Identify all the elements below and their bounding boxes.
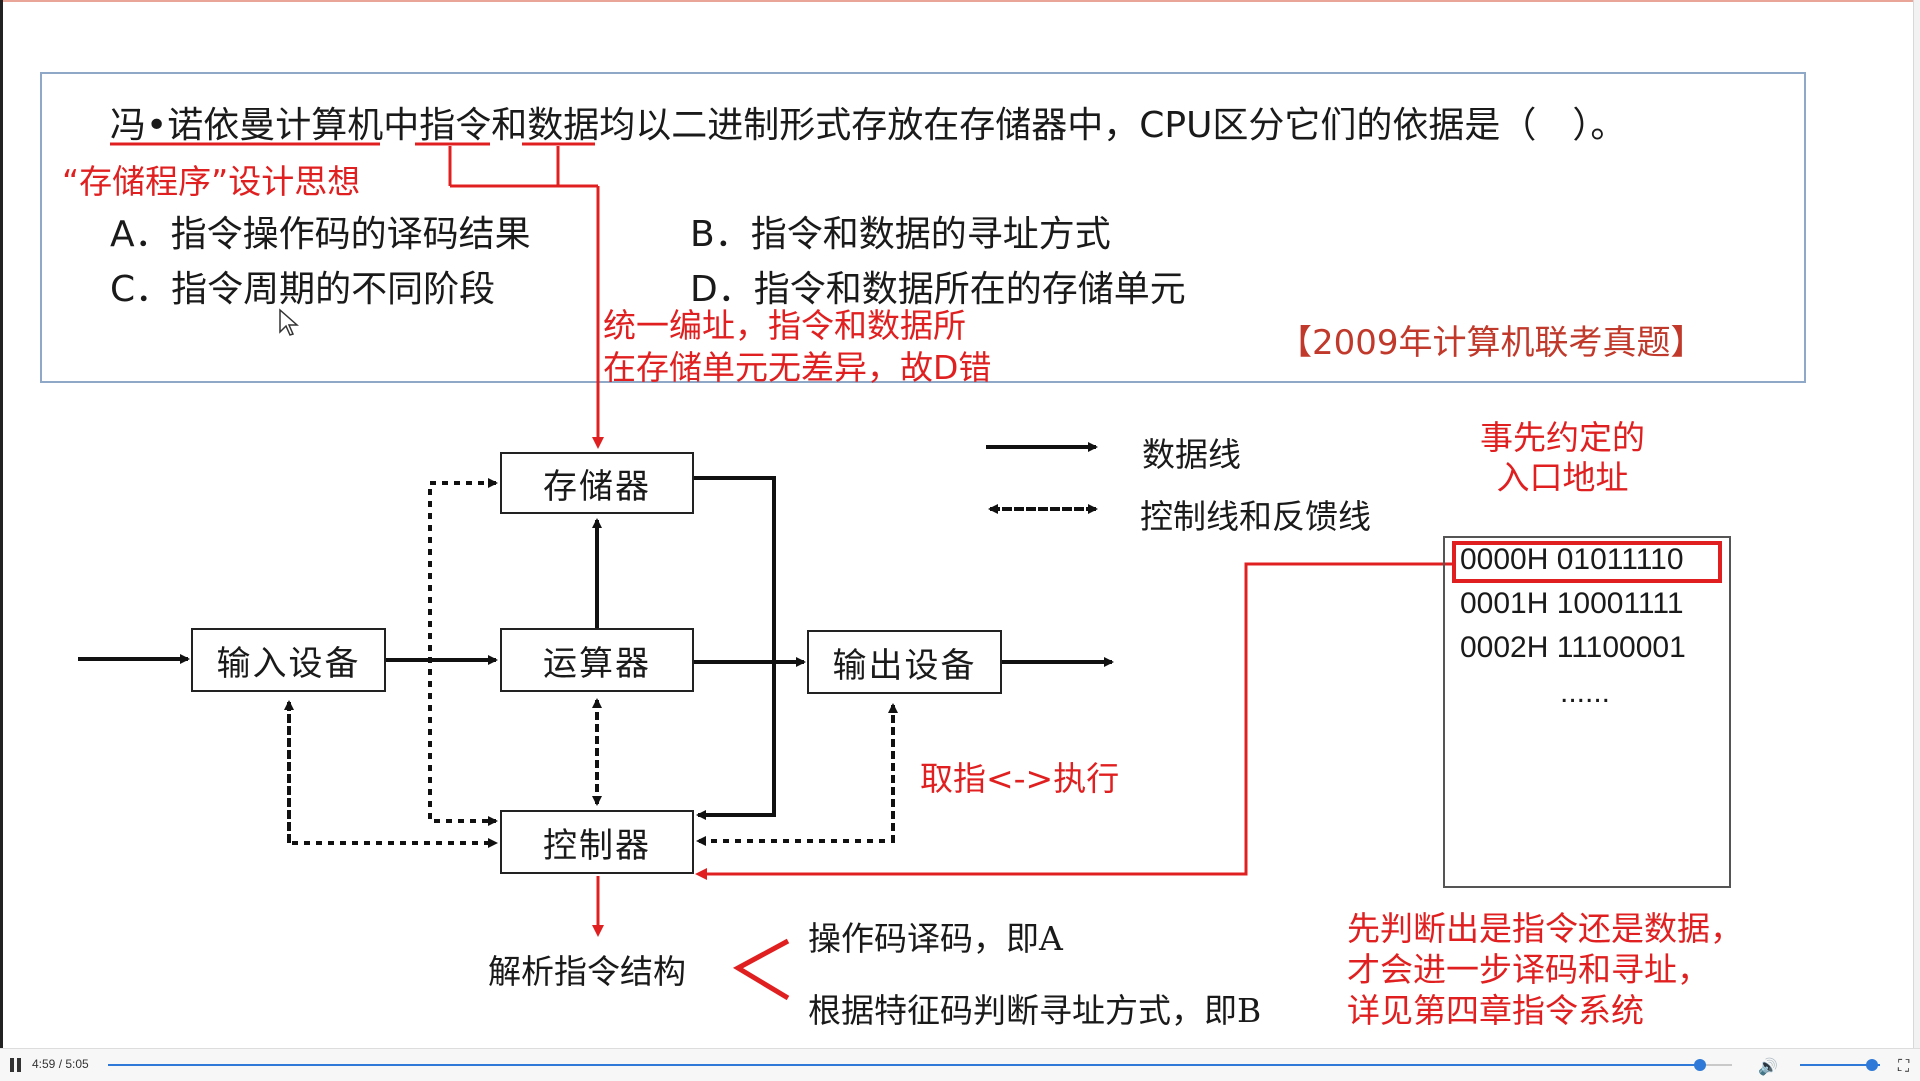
note-option-d: 统一编址，指令和数据所 在存储单元无差异，故D错: [603, 305, 991, 389]
parse-structure-label: 解析指令结构: [488, 952, 686, 991]
volume-icon[interactable]: 🔊: [1758, 1057, 1778, 1076]
memory-row-ellipsis: ......: [1560, 676, 1611, 709]
entry-address-line1: 事先约定的: [1480, 418, 1645, 457]
option-a-letter: A．: [110, 214, 171, 255]
entry-address-line2: 入口地址: [1496, 458, 1629, 497]
legend-control-line: 控制线和反馈线: [1140, 497, 1371, 536]
option-d: D．指令和数据所在的存储单元: [690, 260, 1186, 312]
memory-contents-panel: [1443, 536, 1731, 888]
option-b: B．指令和数据的寻址方式: [690, 205, 1111, 257]
option-c: C．指令周期的不同阶段: [110, 260, 495, 312]
left-edge: [0, 0, 3, 1048]
conclusion-note: 先判断出是指令还是数据， 才会进一步译码和寻址， 详见第四章指令系统: [1347, 908, 1743, 1031]
top-divider: [0, 0, 1920, 2]
progress-knob[interactable]: [1693, 1059, 1706, 1071]
entry-address-note: 事先约定的 入口地址: [1480, 418, 1645, 498]
option-d-letter: D．: [690, 269, 754, 310]
data-lines: [78, 442, 1114, 820]
storage-hint: “存储程序”设计思想: [62, 162, 361, 201]
question-text: 冯•诺依曼计算机中指令和数据均以二进制形式存放在存储器中，CPU区分它们的依据是…: [110, 105, 1627, 146]
option-a: A．指令操作码的译码结果: [110, 205, 531, 257]
memory-box: 存储器: [500, 452, 694, 514]
red-annotation-lines: [592, 562, 1452, 1001]
option-b-letter: B．: [690, 214, 751, 255]
progress-bar[interactable]: [108, 1059, 1732, 1071]
control-lines: [284, 478, 1098, 848]
entry-address-highlight: [1452, 541, 1722, 583]
conclusion-line1: 先判断出是指令还是数据，: [1347, 909, 1743, 948]
playback-time: 4:59 / 5:05: [32, 1057, 89, 1071]
memory-row: 0000H 01011110: [1460, 543, 1684, 576]
volume-slider[interactable]: [1800, 1064, 1880, 1066]
fullscreen-icon[interactable]: ⛶: [1898, 1056, 1910, 1075]
controller-box: 控制器: [500, 810, 694, 874]
conclusion-line2: 才会进一步译码和寻址，: [1347, 950, 1710, 989]
volume-knob[interactable]: [1866, 1059, 1878, 1071]
option-a-text: 指令操作码的译码结果: [170, 214, 531, 255]
legend-data-line: 数据线: [1142, 435, 1241, 474]
note-option-d-line1: 统一编址，指令和数据所: [603, 306, 966, 345]
progress-fill: [108, 1064, 1700, 1066]
note-option-d-line2: 在存储单元无差异，故D错: [603, 348, 992, 387]
video-player-bar: 4:59 / 5:05 🔊 ⛶: [0, 1048, 1920, 1081]
memory-row: 0001H 10001111: [1460, 587, 1684, 620]
fetch-execute-note: 取指<->执行: [920, 759, 1120, 798]
input-device-box: 输入设备: [191, 628, 386, 692]
conclusion-line3: 详见第四章指令系统: [1347, 991, 1644, 1030]
mouse-cursor-icon: [279, 308, 299, 336]
question-box: [40, 72, 1806, 383]
option-c-text: 指令周期的不同阶段: [171, 269, 496, 310]
question-underlines: [110, 142, 604, 449]
pause-icon[interactable]: [10, 1058, 22, 1072]
memory-row: 0002H 11100001: [1460, 631, 1686, 664]
exam-source: 【2009年计算机联考真题】: [1278, 323, 1705, 363]
alu-box: 运算器: [500, 628, 694, 692]
parse-option-b: 根据特征码判断寻址方式，即B: [808, 991, 1262, 1030]
right-strip: [1913, 0, 1920, 1048]
option-c-letter: C．: [110, 269, 172, 310]
output-device-box: 输出设备: [807, 630, 1002, 694]
option-b-text: 指令和数据的寻址方式: [750, 214, 1111, 255]
parse-option-a: 操作码译码，即A: [808, 919, 1063, 958]
option-d-text: 指令和数据所在的存储单元: [753, 269, 1186, 310]
